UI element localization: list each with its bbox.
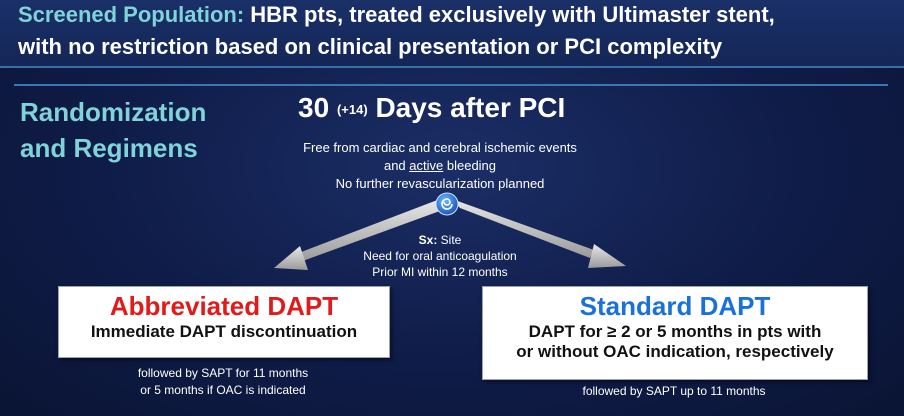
criteria-line2-post: bleeding (443, 158, 497, 173)
timepoint-heading: 30 (+14) Days after PCI (298, 92, 565, 124)
standard-dapt-desc1: DAPT for ≥ 2 or 5 months in pts with (528, 322, 822, 341)
separator-line (14, 84, 888, 86)
abbreviated-dapt-title: Abbreviated DAPT (109, 291, 339, 321)
arrow-left (274, 199, 448, 270)
criteria-active-word: active (409, 158, 444, 173)
standard-dapt-box: Standard DAPT DAPT for ≥ 2 or 5 months i… (482, 286, 868, 380)
stratification-prior-mi: Prior MI within 12 months (372, 265, 508, 279)
timepoint-rest: Days after PCI (375, 92, 566, 123)
criteria-line2: and active bleeding (250, 158, 630, 173)
screened-population-text1: HBR pts, treated exclusively with Ultima… (250, 2, 775, 27)
abbreviated-dapt-box: Abbreviated DAPT Immediate DAPT disconti… (58, 286, 390, 358)
stratification-site: Site (440, 233, 462, 247)
stratification-label: Sx: (418, 233, 438, 247)
abbreviated-follow1: followed by SAPT for 11 months (137, 366, 309, 380)
criteria-line1: Free from cardiac and cerebral ischemic … (303, 140, 577, 155)
standard-follow: followed by SAPT up to 11 months (582, 384, 766, 398)
timepoint-days: 30 (298, 92, 330, 123)
screened-population-line1: Screened Population: HBR pts, treated ex… (18, 2, 775, 28)
criteria-line3: No further revascularization planned (335, 176, 545, 191)
screened-population-line2: with no restriction based on clinical pr… (18, 34, 723, 59)
randomization-title: Randomization and Regimens (20, 94, 260, 166)
standard-dapt-title: Standard DAPT (579, 291, 771, 321)
arrow-right (452, 199, 626, 268)
abbreviated-dapt-desc: Immediate DAPT discontinuation (90, 322, 358, 341)
standard-dapt-desc2: or without OAC indication, respectively (516, 342, 834, 361)
randomization-symbol-icon (435, 192, 459, 216)
screened-population-panel (0, 0, 904, 68)
screened-population-label: Screened Population: (18, 2, 245, 27)
abbreviated-follow2: or 5 months if OAC is indicated (140, 383, 306, 397)
criteria-line2-pre: and (383, 158, 410, 173)
stratification-oac: Need for oral anticoagulation (363, 249, 517, 263)
randomization-title-line1: Randomization (20, 97, 207, 127)
timepoint-extra: (+14) (336, 102, 368, 118)
randomization-title-line2: and Regimens (20, 133, 198, 163)
stratification-line1: Sx: Site (305, 233, 575, 247)
